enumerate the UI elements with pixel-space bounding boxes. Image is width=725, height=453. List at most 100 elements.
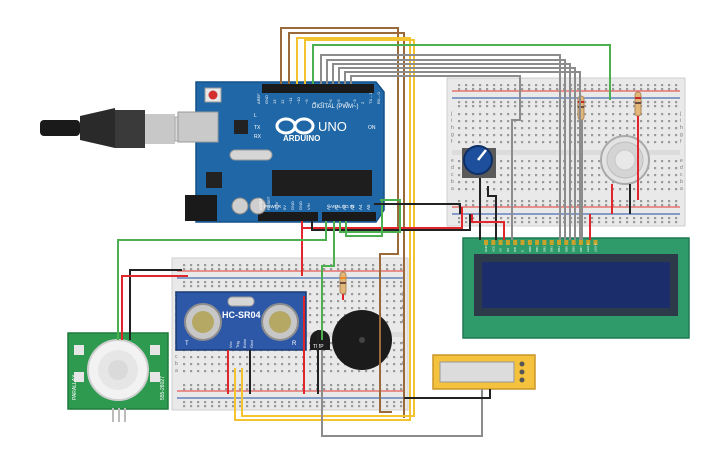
power-pin-label: IOREF xyxy=(258,197,263,210)
breadboard-hole xyxy=(288,370,291,373)
breadboard-hole xyxy=(605,113,608,116)
slide-switch[interactable] xyxy=(432,354,536,390)
breadboard-hole xyxy=(211,356,214,359)
breadboard-hole xyxy=(204,384,207,387)
breadboard-hole xyxy=(267,281,270,284)
breadboard-hole xyxy=(295,388,298,391)
breadboard-hole xyxy=(612,105,615,108)
breadboard-hole xyxy=(626,221,629,224)
breadboard-hole xyxy=(393,314,396,317)
breadboard-hole xyxy=(493,141,496,144)
breadboard-hole xyxy=(507,221,510,224)
breadboard-hole xyxy=(619,113,622,116)
breadboard-hole xyxy=(654,204,657,207)
breadboard-hole xyxy=(400,321,403,324)
breadboard-hole xyxy=(549,113,552,116)
breadboard-hole xyxy=(309,264,312,267)
breadboard-hole xyxy=(365,281,368,284)
breadboard-hole xyxy=(542,113,545,116)
breadboard-hole xyxy=(675,181,678,184)
breadboard-hole xyxy=(330,363,333,366)
analog-section-label: ANALOG IN xyxy=(330,204,355,209)
breadboard-hole xyxy=(493,84,496,87)
breadboard-hole xyxy=(246,401,249,404)
breadboard-hole xyxy=(535,204,538,207)
breadboard-hole xyxy=(393,388,396,391)
breadboard-hole xyxy=(183,281,186,284)
breadboard-hole xyxy=(598,181,601,184)
breadboard-hole xyxy=(239,370,242,373)
breadboard-hole xyxy=(675,127,678,130)
breadboard-hole xyxy=(330,370,333,373)
breadboard-hole xyxy=(386,321,389,324)
breadboard-hole xyxy=(661,200,664,203)
breadboard-hole xyxy=(598,217,601,220)
breadboard-hole xyxy=(514,105,517,108)
digital-pin-label: 8 xyxy=(312,101,317,104)
breadboard-hole xyxy=(647,120,650,123)
breadboard-hole xyxy=(528,134,531,137)
breadboard-hole xyxy=(458,181,461,184)
breadboard-hole xyxy=(661,120,664,123)
breadboard-hole xyxy=(190,264,193,267)
lcd-pin xyxy=(535,240,540,245)
breadboard-hole xyxy=(281,370,284,373)
breadboard-hole xyxy=(675,204,678,207)
breadboard-hole xyxy=(386,281,389,284)
breadboard-hole xyxy=(493,188,496,191)
breadboard-hole xyxy=(225,388,228,391)
breadboard-hole xyxy=(675,221,678,224)
breadboard-hole xyxy=(654,188,657,191)
breadboard-hole xyxy=(218,264,221,267)
breadboard-hole xyxy=(549,200,552,203)
breadboard-hole xyxy=(514,167,517,170)
breadboard-hole xyxy=(239,405,242,408)
breadboard-hole xyxy=(465,200,468,203)
breadboard-hole xyxy=(570,167,573,170)
breadboard-hole xyxy=(668,204,671,207)
resistor xyxy=(339,271,347,295)
breadboard-hole xyxy=(458,84,461,87)
breadboard-hole xyxy=(323,370,326,373)
breadboard-hole xyxy=(400,401,403,404)
breadboard-hole xyxy=(211,285,214,288)
breadboard-hole xyxy=(514,101,517,104)
breadboard-hole xyxy=(598,127,601,130)
breadboard-hole xyxy=(647,217,650,220)
breadboard-hole xyxy=(197,401,200,404)
breadboard-hole xyxy=(246,363,249,366)
breadboard-hole xyxy=(197,405,200,408)
breadboard-hole xyxy=(465,84,468,87)
breadboard-row-letter: d xyxy=(451,165,454,171)
breadboard-hole xyxy=(612,84,615,87)
breadboard-row-letter: i xyxy=(402,298,403,304)
breadboard-hole xyxy=(183,268,186,271)
breadboard-hole xyxy=(521,127,524,130)
breadboard-hole xyxy=(535,188,538,191)
breadboard-hole xyxy=(309,293,312,296)
breadboard-hole xyxy=(211,264,214,267)
potentiometer[interactable] xyxy=(462,145,496,178)
breadboard-hole xyxy=(605,221,608,224)
breadboard-hole xyxy=(458,141,461,144)
breadboard-hole xyxy=(570,221,573,224)
breadboard-hole xyxy=(675,167,678,170)
breadboard-hole xyxy=(647,188,650,191)
digital-header-label: DIGITAL (PWM~) xyxy=(312,104,359,110)
breadboard-hole xyxy=(605,105,608,108)
breadboard-hole xyxy=(302,281,305,284)
breadboard-hole xyxy=(605,141,608,144)
breadboard-hole xyxy=(400,300,403,303)
breadboard-row-letter: f xyxy=(451,139,453,145)
breadboard-hole xyxy=(598,101,601,104)
breadboard-hole xyxy=(514,160,517,163)
breadboard-hole xyxy=(507,88,510,91)
breadboard-hole xyxy=(330,300,333,303)
breadboard-hole xyxy=(288,268,291,271)
breadboard-hole xyxy=(330,356,333,359)
breadboard-hole xyxy=(239,384,242,387)
breadboard-hole xyxy=(372,384,375,387)
breadboard-hole xyxy=(570,141,573,144)
breadboard-hole xyxy=(302,405,305,408)
breadboard-hole xyxy=(358,268,361,271)
